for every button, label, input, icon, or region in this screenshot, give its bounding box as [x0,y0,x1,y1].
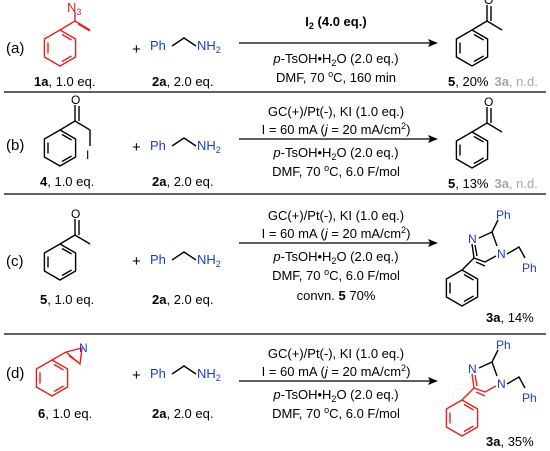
benzylamine-structure: Ph NH2 [150,365,221,383]
benzylamine-structure: Ph NH2 [150,137,221,155]
product-label: 3a, 35% [486,434,534,449]
row-label: (a) [6,40,24,57]
reaction-row-a: (a) N3 1a, 1.0 eq. + Ph NH2 2a, 2.0 eq. … [6,0,538,89]
condition-solvent: DMF, 70 oC, 6.0 F/mol [272,267,400,283]
compound-label-6: 6, 1.0 eq. [38,406,92,421]
condition-solvent: DMF, 70 oC, 160 min [276,69,396,85]
condition-solvent: DMF, 70 oC, 6.0 F/mol [272,163,400,179]
plus-sign: + [132,41,141,58]
compound-label-1a: 1a, 1.0 eq. [34,74,95,89]
compound-label-2a: 2a, 2.0 eq. [152,292,213,307]
row-label: (c) [6,253,24,270]
product-label: 5, 20%3a, n.d. [448,74,538,89]
svg-text:Ph: Ph [496,338,511,352]
svg-text:Ph: Ph [522,261,537,275]
product-label: 5, 13%3a, n.d. [448,176,538,191]
reaction-row-d: (d) N 6, 1.0 eq. + Ph NH2 2a, 2.0 eq. GC… [6,338,537,449]
imidazole-structure [445,349,526,437]
svg-text:I: I [86,148,89,162]
condition-conversion: convn. 5 70% [297,288,376,303]
product-label: 3a, 14% [486,310,534,325]
svg-text:NH2: NH2 [197,252,221,269]
condition-current: I = 60 mA (j = 20 mA/cm2) [262,225,411,241]
acetophenone-structure [455,107,503,169]
imidazole-structure [445,219,526,307]
svg-text:NH2: NH2 [197,138,221,155]
vinyl-azide-structure [43,12,91,67]
svg-text:N: N [468,362,477,376]
condition-acid: p-TsOH•H2O (2.0 eq.) [272,145,398,162]
svg-text:NH2: NH2 [197,38,221,55]
svg-text:N: N [497,377,506,391]
svg-text:Ph: Ph [496,208,511,222]
azirine-structure [35,347,83,397]
acetophenone-structure [43,219,91,281]
svg-text:N: N [497,247,506,261]
plus-sign: + [132,139,141,156]
row-label: (d) [6,365,24,382]
svg-text:Ph: Ph [150,366,166,381]
svg-text:Ph: Ph [150,38,166,53]
svg-text:NH2: NH2 [197,366,221,383]
compound-label-2a: 2a, 2.0 eq. [152,406,213,421]
condition-current: I = 60 mA (j = 20 mA/cm2) [262,121,411,137]
plus-sign: + [132,253,141,270]
benzylamine-structure: Ph NH2 [150,37,221,55]
condition-solvent: DMF, 70 oC, 6.0 F/mol [272,405,400,421]
svg-text:Ph: Ph [150,252,166,267]
row-label: (b) [6,137,24,154]
condition-electrodes: GC(+)/Pt(-), KI (1.0 eq.) [268,208,404,223]
compound-label-2a: 2a, 2.0 eq. [152,174,213,189]
condition-acid: p-TsOH•H2O (2.0 eq.) [272,51,398,68]
svg-text:Ph: Ph [150,138,166,153]
plus-sign: + [132,367,141,384]
compound-label-2a: 2a, 2.0 eq. [152,74,213,89]
condition-electrodes: GC(+)/Pt(-), KI (1.0 eq.) [268,346,404,361]
reaction-row-c: (c) O 5, 1.0 eq. + Ph NH2 2a, 2.0 eq. GC… [6,207,537,325]
svg-text:O: O [484,0,493,7]
svg-text:O: O [484,95,493,109]
svg-text:O: O [71,207,80,221]
svg-text:O: O [71,93,80,107]
condition-electrodes: GC(+)/Pt(-), KI (1.0 eq.) [268,104,404,119]
iodoacetophenone-structure [43,105,91,167]
compound-label-5: 5, 1.0 eq. [40,292,94,307]
svg-text:N: N [79,341,88,355]
condition-acid: p-TsOH•H2O (2.0 eq.) [272,387,398,404]
compound-label-4: 4, 1.0 eq. [40,174,94,189]
benzylamine-structure: Ph NH2 [150,251,221,269]
condition-current: I = 60 mA (j = 20 mA/cm2) [262,363,411,379]
acetophenone-structure [455,5,503,67]
svg-text:N: N [468,232,477,246]
reaction-row-b: (b) O I 4, 1.0 eq. + Ph NH2 2a, 2.0 eq. … [6,93,538,191]
condition-oxidant: I2 (4.0 eq.) [305,14,366,31]
svg-text:Ph: Ph [522,391,537,405]
azide-group: N3 [67,0,81,17]
condition-acid: p-TsOH•H2O (2.0 eq.) [272,249,398,266]
